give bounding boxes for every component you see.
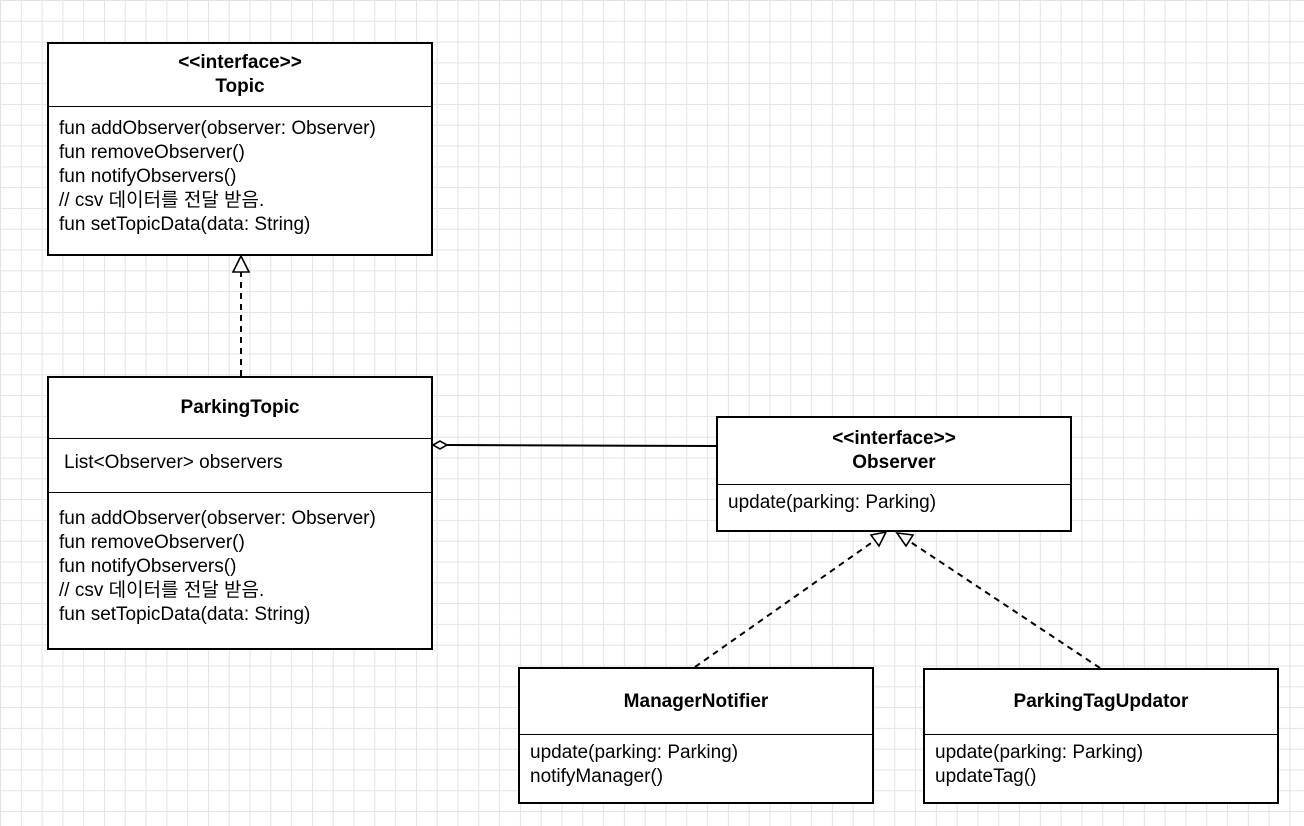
method: fun addObserver(observer: Observer): [59, 508, 376, 529]
attributes-section: List<Observer> observers: [49, 439, 431, 493]
class-name: ParkingTopic: [180, 397, 300, 418]
realization-parkingtagupdator-to-observer[interactable]: [908, 540, 1101, 669]
parkingtagupdator-class-box[interactable]: ParkingTagUpdator update(parking: Parkin…: [923, 668, 1279, 804]
class-name: ManagerNotifier: [623, 690, 769, 712]
aggregation-parkingtopic-observer[interactable]: [446, 444, 717, 447]
methods-section: update(parking: Parking) updateTag(): [925, 735, 1277, 793]
method: fun setTopicData(data: String): [59, 604, 311, 625]
topic-interface-box[interactable]: <<interface>> Topic fun addObserver(obse…: [47, 42, 433, 256]
methods-section: update(parking: Parking): [718, 485, 1070, 519]
parkingtopic-header: ParkingTopic: [49, 378, 431, 439]
stereotype-label: <<interface>>: [832, 428, 956, 449]
method: update(parking: Parking): [935, 742, 1144, 763]
parkingtopic-class-box[interactable]: ParkingTopic List<Observer> observers fu…: [47, 376, 433, 650]
hollow-triangle-arrowhead: [231, 254, 251, 273]
hollow-triangle-arrowhead: [895, 531, 915, 548]
topic-header: <<interface>> Topic: [49, 44, 431, 107]
class-name: Observer: [852, 452, 936, 473]
attribute: List<Observer> observers: [64, 452, 283, 473]
stereotype-label: <<interface>>: [178, 52, 302, 73]
method: updateTag(): [935, 766, 1037, 787]
observer-header: <<interface>> Observer: [718, 418, 1070, 485]
method: fun removeObserver(): [59, 142, 245, 163]
hollow-diamond-marker: [431, 440, 449, 450]
managernotifier-header: ManagerNotifier: [520, 669, 872, 735]
comment: // csv 데이터를 전달 받음.: [59, 580, 265, 601]
methods-section: fun addObserver(observer: Observer) fun …: [49, 107, 431, 241]
observer-interface-box[interactable]: <<interface>> Observer update(parking: P…: [716, 416, 1072, 532]
method: update(parking: Parking): [728, 492, 937, 513]
class-name: ParkingTagUpdator: [1013, 691, 1189, 712]
method: fun removeObserver(): [59, 532, 245, 553]
method: update(parking: Parking): [530, 742, 739, 763]
method: fun setTopicData(data: String): [59, 214, 311, 235]
method: fun addObserver(observer: Observer): [59, 118, 376, 139]
managernotifier-class-box[interactable]: ManagerNotifier update(parking: Parking)…: [518, 667, 874, 804]
realization-managernotifier-to-observer[interactable]: [694, 540, 875, 668]
parkingtagupdator-header: ParkingTagUpdator: [925, 670, 1277, 735]
methods-section: update(parking: Parking) notifyManager(): [520, 735, 872, 793]
comment: // csv 데이터를 전달 받음.: [59, 190, 265, 211]
methods-section: fun addObserver(observer: Observer) fun …: [49, 493, 431, 631]
method: notifyManager(): [530, 766, 664, 787]
class-name: Topic: [215, 76, 265, 97]
method: fun notifyObservers(): [59, 166, 237, 187]
hollow-triangle-arrowhead: [869, 530, 888, 548]
method: fun notifyObservers(): [59, 556, 237, 577]
